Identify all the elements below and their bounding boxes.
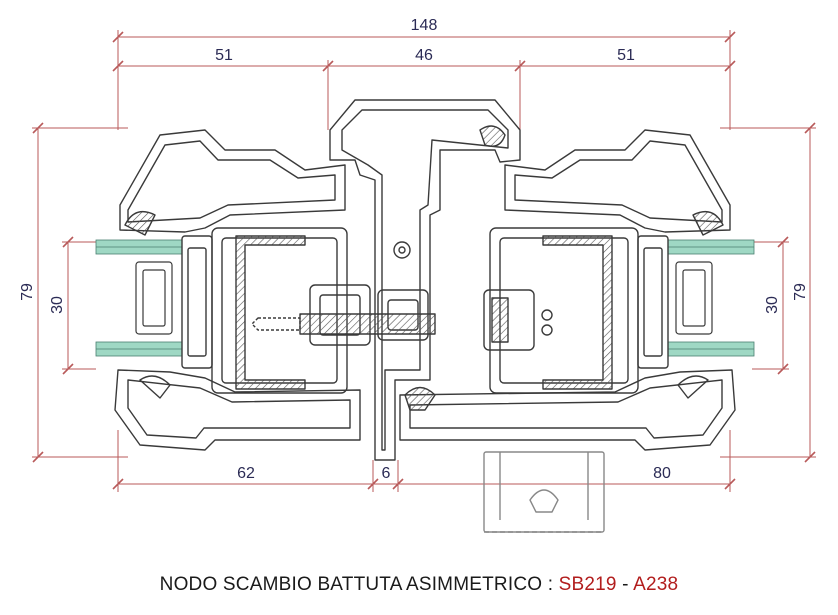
dim-left-glass: 30: [49, 296, 66, 314]
dim-bottom-right: 80: [653, 465, 671, 482]
dimension-lines: [32, 30, 816, 492]
dimension-labels: 148 51 46 51 79 30 30 79 62 6 80: [19, 17, 809, 482]
pvc-profiles: [114, 99, 736, 533]
drawing-caption: NODO SCAMBIO BATTUTA ASIMMETRICO : SB219…: [0, 574, 838, 596]
dim-right-height: 79: [792, 283, 809, 301]
dim-bottom-left: 62: [237, 465, 255, 482]
dim-left-width: 51: [215, 47, 233, 64]
dim-left-height: 79: [19, 283, 36, 301]
dim-right-glass: 30: [764, 296, 781, 314]
caption-code-a: A238: [633, 574, 679, 595]
dim-right-width: 51: [617, 47, 635, 64]
dim-middle-width: 46: [415, 47, 433, 64]
caption-separator: -: [616, 574, 634, 595]
dim-bottom-gap: 6: [382, 465, 391, 482]
glass-spacers: [135, 261, 713, 335]
dim-overall-width: 148: [411, 17, 438, 34]
caption-title: NODO SCAMBIO BATTUTA ASIMMETRICO :: [159, 574, 559, 595]
window-node-section-drawing: 148 51 46 51 79 30 30 79 62 6 80: [19, 17, 816, 533]
glazing: [95, 239, 755, 357]
caption-code-sb: SB219: [558, 574, 617, 595]
